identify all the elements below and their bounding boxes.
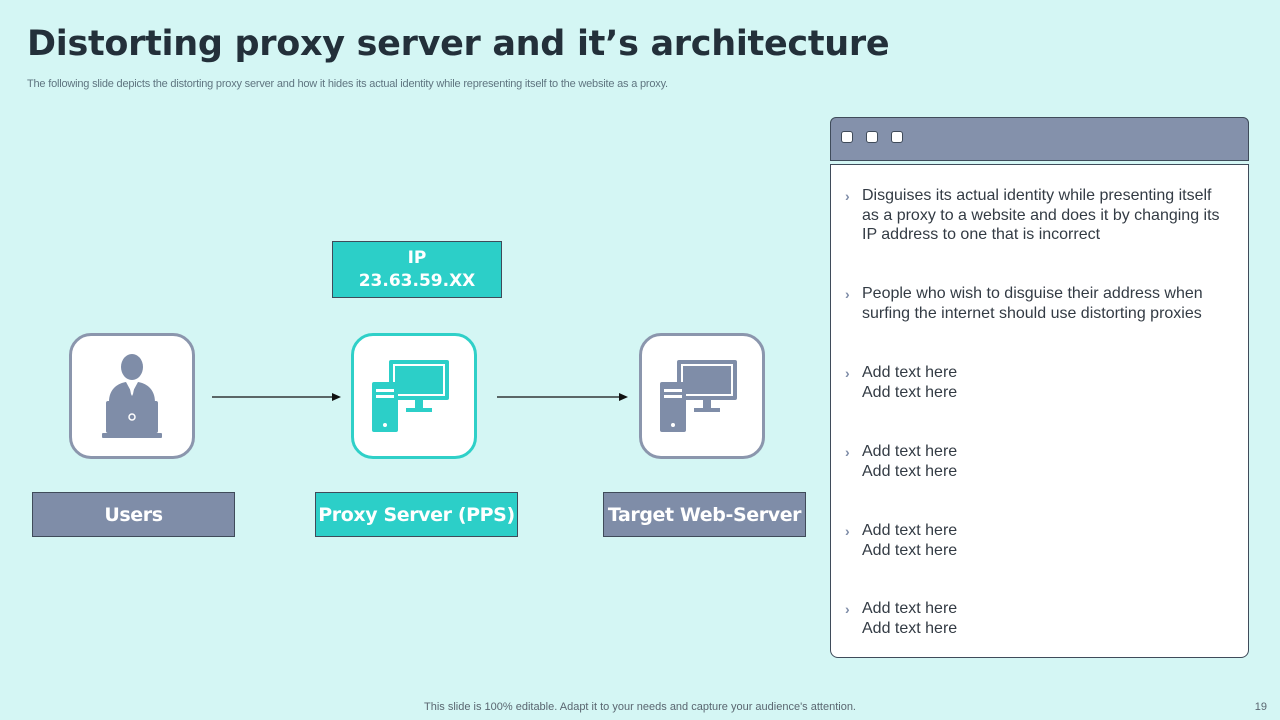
arrow-users-to-proxy xyxy=(212,393,341,401)
bullet-item: › Disguises its actual identity while pr… xyxy=(845,186,1225,245)
computer-icon xyxy=(660,360,737,432)
users-icon-box xyxy=(69,333,195,459)
slide-title: Distorting proxy server and it’s archite… xyxy=(27,24,890,64)
proxy-icon-box xyxy=(351,333,477,459)
chevron-right-icon: › xyxy=(845,601,850,617)
ip-value: 23.63.59.XX xyxy=(358,271,476,291)
users-label: Users xyxy=(32,492,235,537)
window-control-icon xyxy=(841,131,853,143)
bullet-item: › People who wish to disguise their addr… xyxy=(845,284,1225,323)
bullet-line: Add text here xyxy=(862,364,958,381)
bullet-line: Add text here xyxy=(862,383,958,401)
target-web-server-label: Target Web-Server xyxy=(603,492,806,537)
bullet-line: Add text here xyxy=(862,541,958,559)
bullet-line: IP address to one that is incorrect xyxy=(862,226,1101,243)
chevron-right-icon: › xyxy=(845,188,850,204)
bullet-line: Add text here xyxy=(862,443,958,460)
info-panel: › Disguises its actual identity while pr… xyxy=(830,164,1249,658)
ip-address-box: IP 23.63.59.XX xyxy=(332,241,502,298)
bullet-line: Add text here xyxy=(862,600,958,617)
target-server-icon-box xyxy=(639,333,765,459)
page-number: 19 xyxy=(1254,701,1267,713)
bullet-item: › Add text here Add text here xyxy=(845,521,1225,560)
window-control-icon xyxy=(866,131,878,143)
bullet-line: Add text here xyxy=(862,462,958,480)
slide-subtitle: The following slide depicts the distorti… xyxy=(27,78,668,90)
window-title-bar xyxy=(830,117,1249,161)
window-control-icon xyxy=(891,131,903,143)
bullet-line: Add text here xyxy=(862,522,958,539)
bullet-item: › Add text here Add text here xyxy=(845,599,1225,638)
user-laptop-icon xyxy=(102,354,162,438)
proxy-server-label: Proxy Server (PPS) xyxy=(315,492,518,537)
chevron-right-icon: › xyxy=(845,444,850,460)
bullet-line: People who wish to disguise their addres… xyxy=(862,285,1203,302)
bullet-line: Disguises its actual identity while pres… xyxy=(862,187,1212,204)
bullet-item: › Add text here Add text here xyxy=(845,442,1225,481)
arrow-proxy-to-target xyxy=(497,393,628,401)
bullet-line: Add text here xyxy=(862,619,958,637)
bullet-line: as a proxy to a website and does it by c… xyxy=(862,206,1220,224)
footer-note: This slide is 100% editable. Adapt it to… xyxy=(424,701,856,713)
bullet-line: surfing the internet should use distorti… xyxy=(862,304,1202,322)
chevron-right-icon: › xyxy=(845,286,850,302)
ip-label: IP xyxy=(407,248,427,268)
bullet-item: › Add text here Add text here xyxy=(845,363,1225,402)
chevron-right-icon: › xyxy=(845,523,850,539)
chevron-right-icon: › xyxy=(845,365,850,381)
computer-icon xyxy=(372,360,449,432)
